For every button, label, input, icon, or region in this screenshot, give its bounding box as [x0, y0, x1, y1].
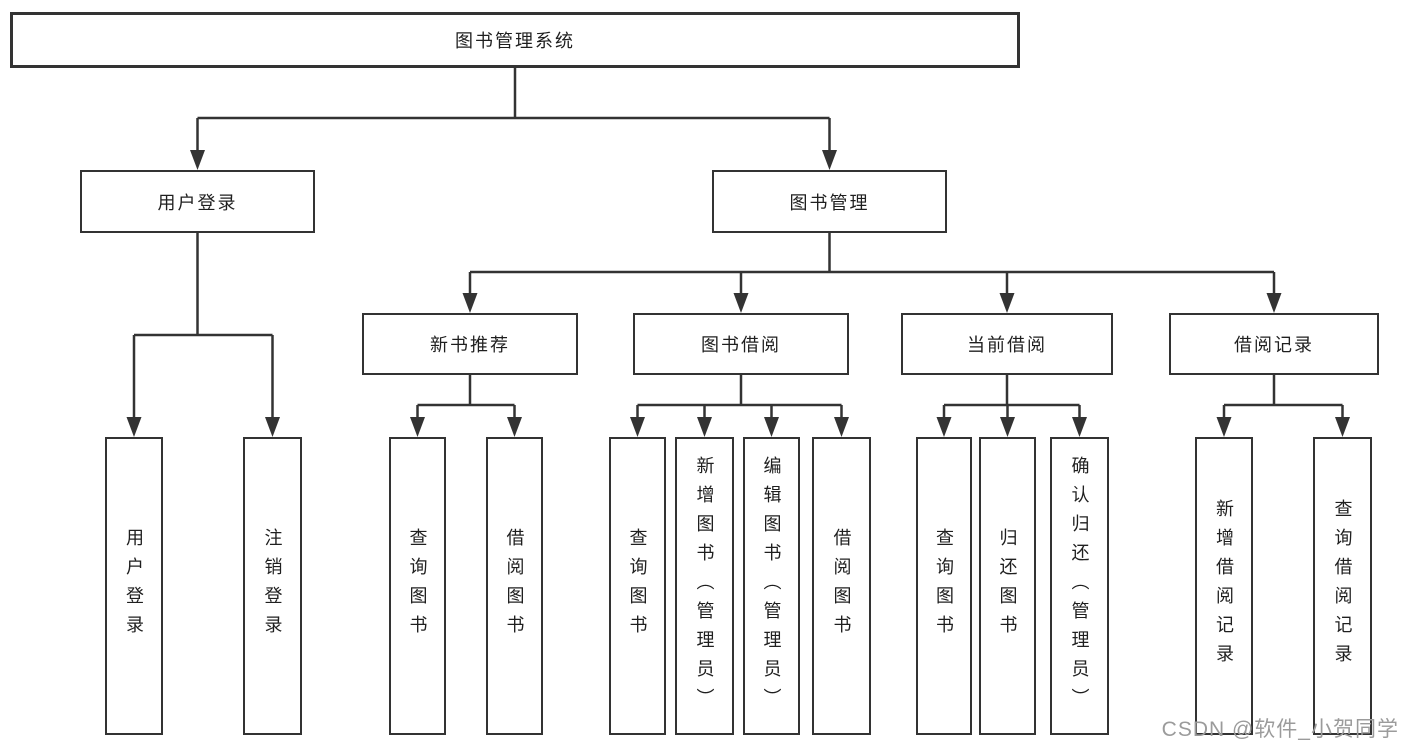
node-label: 新增图书（管理员）	[694, 455, 715, 717]
node-new-book-recommend: 新书推荐	[362, 313, 578, 375]
node-label: 新书推荐	[430, 335, 510, 355]
leaf-nb-query-books: 查询图书	[389, 437, 446, 735]
node-label: 借阅图书	[504, 528, 525, 644]
node-label: 用户登录	[157, 192, 238, 213]
node-label: 查询借阅记录	[1332, 499, 1353, 673]
leaf-bb-borrow-books: 借阅图书	[812, 437, 871, 735]
node-label: 注销登录	[262, 528, 283, 644]
node-label: 用户登录	[124, 528, 144, 644]
node-label: 归还图书	[997, 528, 1018, 644]
connector-book-borrowing-children	[630, 375, 849, 437]
csdn-watermark: CSDN @软件_小贺同学	[1161, 718, 1399, 741]
node-label: 编辑图书（管理员）	[761, 455, 782, 717]
connector-user-login-children	[126, 233, 280, 437]
leaf-nb-borrow-books: 借阅图书	[486, 437, 543, 735]
node-label: 确认归还（管理员）	[1069, 455, 1090, 717]
node-book-management: 图书管理	[712, 170, 947, 233]
leaf-logout: 注销登录	[243, 437, 302, 735]
node-label: 借阅记录	[1234, 335, 1314, 355]
leaf-br-add-record: 新增借阅记录	[1195, 437, 1253, 735]
node-library-management-system: 图书管理系统	[10, 12, 1020, 68]
leaf-cb-query-books: 查询图书	[916, 437, 972, 735]
node-label: 图书管理	[789, 192, 870, 213]
node-label: 图书借阅	[701, 335, 781, 355]
node-borrowing-records: 借阅记录	[1169, 313, 1379, 375]
leaf-bb-add-books-admin: 新增图书（管理员）	[675, 437, 734, 735]
leaf-bb-query-books: 查询图书	[609, 437, 666, 735]
leaf-cb-confirm-return-admin: 确认归还（管理员）	[1050, 437, 1109, 735]
connector-borrowing-records-children	[1216, 375, 1350, 437]
leaf-user-login: 用户登录	[105, 437, 163, 735]
node-label: 查询图书	[407, 528, 428, 644]
leaf-bb-edit-books-admin: 编辑图书（管理员）	[743, 437, 800, 735]
connector-book-management-children	[462, 233, 1282, 313]
node-label: 查询图书	[627, 528, 648, 644]
connector-new-book-recommend-children	[410, 375, 522, 437]
node-label: 新增借阅记录	[1214, 499, 1234, 673]
leaf-br-query-record: 查询借阅记录	[1313, 437, 1372, 735]
node-user-login: 用户登录	[80, 170, 315, 233]
connector-root-children	[190, 68, 837, 170]
node-label: 当前借阅	[967, 335, 1047, 355]
node-label: 查询图书	[934, 528, 954, 644]
leaf-cb-return-books: 归还图书	[979, 437, 1036, 735]
node-label: 借阅图书	[831, 528, 852, 644]
node-label: 图书管理系统	[455, 31, 575, 51]
node-book-borrowing: 图书借阅	[633, 313, 849, 375]
connector-current-borrowing-children	[936, 375, 1087, 437]
node-current-borrowing: 当前借阅	[901, 313, 1113, 375]
